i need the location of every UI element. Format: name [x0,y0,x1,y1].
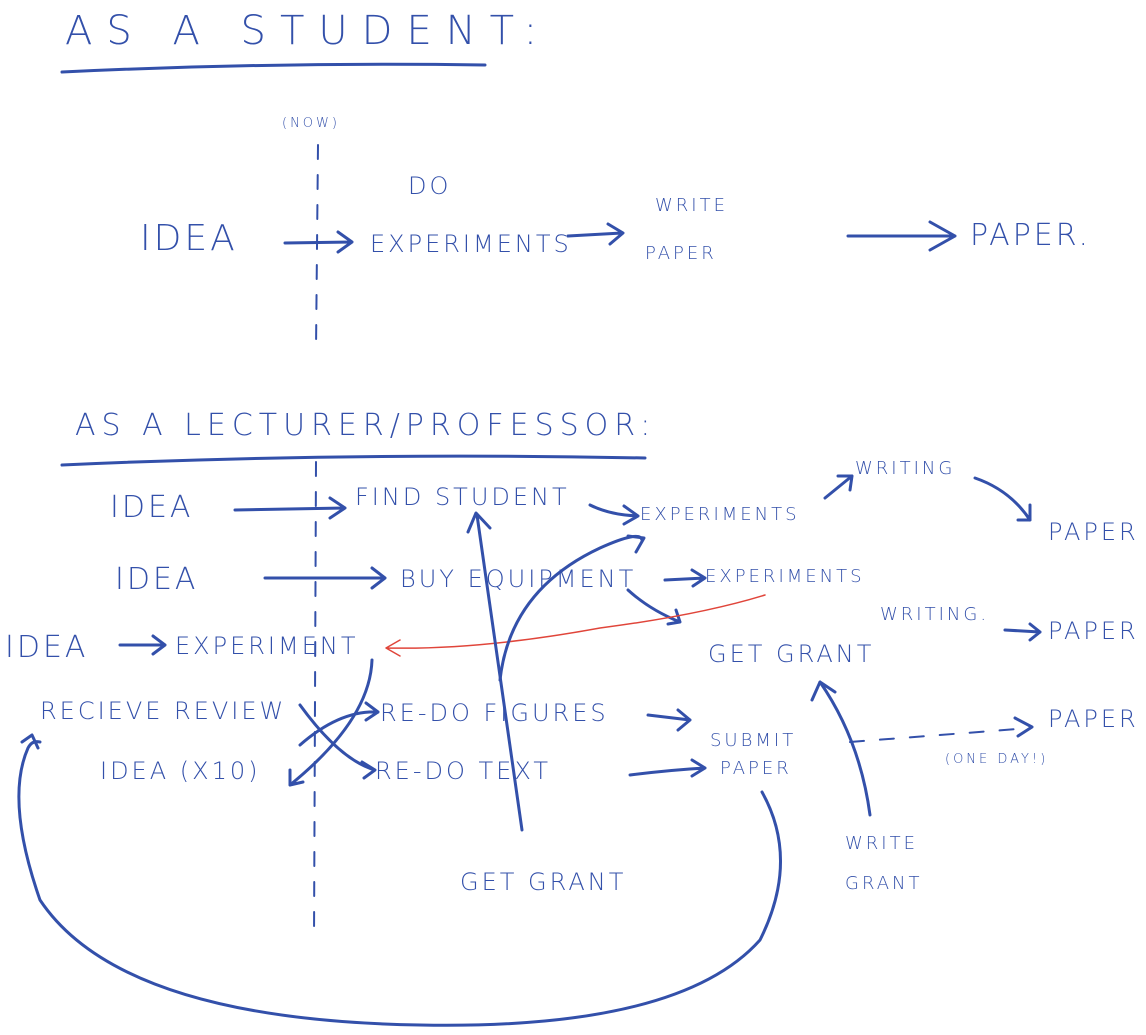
arrow-review-redo-figures [298,701,380,747]
row2-writing: Writing. [880,604,990,625]
now-line-top [315,144,319,351]
recieve-review: Recieve Review [40,697,287,725]
arrow-buy-equipment-experiments [663,568,707,588]
now-line-bottom [313,461,317,941]
arrow-writing-paper-2 [1003,622,1042,642]
student-heading: As a student: [65,8,552,54]
row1-find-student: Find student [355,483,570,511]
student-paper: Paper. [970,218,1092,253]
arrow-write-grant-get-grant [810,680,872,817]
student-write: Write [655,195,728,216]
row2-paper: Paper [1048,617,1139,645]
student-experiments: Experiments [370,230,572,258]
loop-arrow-paper-to-review [17,733,782,1027]
row2-get-grant: Get grant [708,640,875,668]
student-paper-small: Paper [645,243,717,264]
arrow-idea-find-student [233,496,347,520]
arrow-experiment-idea-x10 [288,658,374,787]
row2-idea: Idea [115,562,199,597]
write-grant-grant: Grant [845,873,923,894]
red-arrow-experiments-to-experiment [385,594,766,657]
row2-buy-equipment: Buy equipment [400,565,637,593]
arrow-write-paper [846,220,957,252]
student-do: Do [408,172,452,200]
arrow-get-grant-experiments [498,534,646,682]
idea-x10: Idea (x10) [100,757,261,785]
arrow-writing-paper [973,476,1032,522]
row2-experiments: Experiments [705,566,865,587]
arrow-experiments-write [566,222,625,246]
submit-paper: Paper [720,758,792,779]
redo-figures: Re-do figures [380,699,609,727]
write-grant-write: Write [845,833,918,854]
arrow-idea-buy-equipment [263,566,387,590]
get-grant-bottom: Get grant [460,868,627,896]
arrow-experiments-writing [823,474,854,500]
row3-experiment: Experiment [175,632,359,660]
submit: Submit [710,730,797,751]
row3-idea: Idea [5,630,89,665]
final-paper: Paper [1048,705,1139,733]
row1-experiments: Experiments [640,504,800,525]
row1-idea: Idea [110,490,194,525]
arrow-redo-text-submit [628,758,707,778]
student-underline [60,62,487,74]
redo-text: Re-do text [375,757,552,785]
student-idea: Idea [140,218,238,259]
arrow-idea-experiments [283,230,354,254]
arrow-buy-equipment-get-grant [626,588,682,626]
dashed-arrow-submit-paper [849,727,1031,743]
arrow-review-redo-text [298,703,377,780]
dashed-arrow-head [1013,716,1034,738]
lecturer-underline [60,454,647,467]
one-day-note: (one day!) [945,752,1049,767]
arrow-redo-figures-submit [646,708,692,732]
arrow-idea-experiment [118,634,167,656]
row1-writing: Writing [855,458,956,479]
row1-paper: Paper [1048,518,1139,546]
lecturer-heading: As a Lecturer/Professor: [75,408,657,443]
arrow-find-student-experiments [588,503,640,526]
now-label: (now) [282,116,340,131]
